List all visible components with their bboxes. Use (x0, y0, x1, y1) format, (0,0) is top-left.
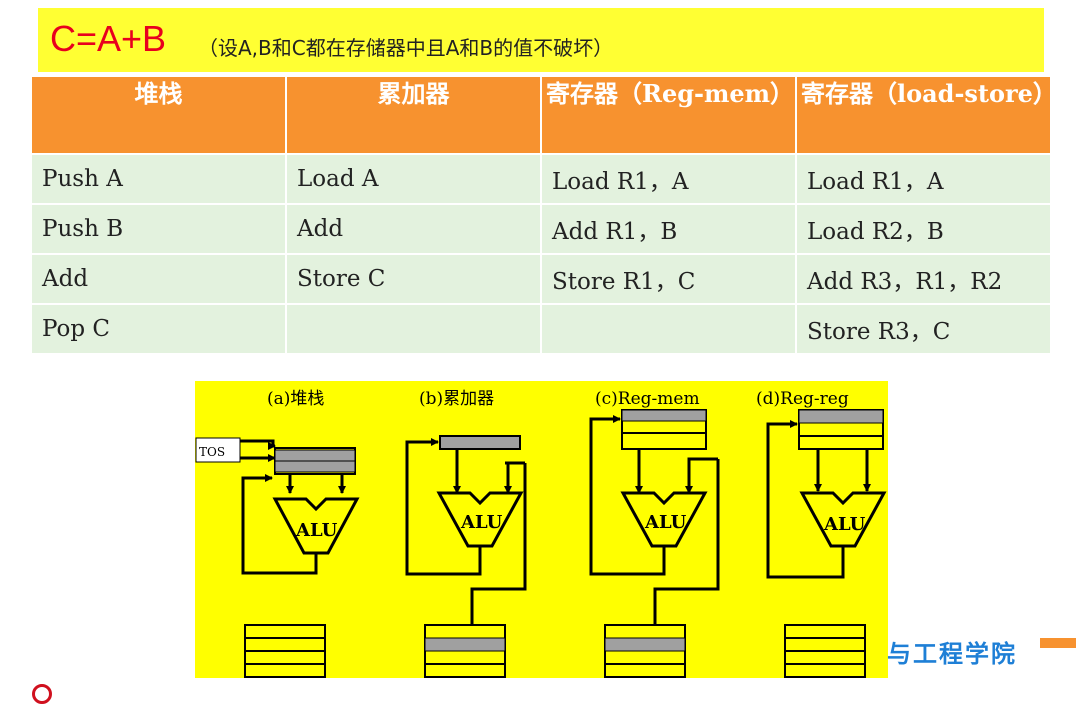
title-note: （设A,B和C都在存储器中且A和B的值不破坏） (198, 36, 614, 60)
table-row: Push B Add Add R1，B Load R2，B (30, 203, 1052, 255)
table-cell: Store R3，C (795, 303, 1052, 355)
instruction-comparison-table: 堆栈 累加器 寄存器（Reg-mem） 寄存器（load-store） Push… (30, 75, 1057, 355)
tos-label: TOS (199, 445, 225, 459)
diagram-label-reg-reg: (d)Reg-reg (756, 389, 849, 409)
alu-d (799, 491, 887, 548)
stack-architecture: TOS ALU (195, 437, 360, 678)
table-cell: Add R3，R1，R2 (795, 253, 1052, 305)
red-circle-decoration (32, 684, 52, 704)
alu-a (272, 497, 360, 555)
alu-label: ALU (823, 514, 866, 535)
school-name-watermark: 与工程学院 (887, 639, 1017, 668)
table-cell (540, 303, 797, 355)
table-cell: Add (30, 253, 287, 305)
table-row: Pop C Store R3，C (30, 303, 1052, 355)
title-equation: C=A+B (50, 18, 167, 59)
diagram-label-reg-mem: (c)Reg-mem (595, 389, 700, 409)
table-cell: Push B (30, 203, 287, 255)
header-accumulator: 累加器 (285, 75, 542, 155)
table-cell: Load R1，A (540, 153, 797, 205)
table-cell: Store R1，C (540, 253, 797, 305)
alu-c (620, 491, 708, 548)
header-stack: 堆栈 (30, 75, 287, 155)
table-cell: Add R1，B (540, 203, 797, 255)
accumulator-architecture: ALU (405, 435, 527, 678)
alu-label: ALU (295, 520, 338, 541)
table-header-row: 堆栈 累加器 寄存器（Reg-mem） 寄存器（load-store） (30, 75, 1057, 155)
architecture-diagram: (a)堆栈 (b)累加器 (c)Reg-mem (d)Reg-reg TOS A… (195, 389, 887, 678)
table-row: Add Store C Store R1，C Add R3，R1，R2 (30, 253, 1052, 305)
diagram-label-stack: (a)堆栈 (267, 389, 324, 409)
table-row: Push A Load A Load R1，A Load R1，A (30, 153, 1052, 205)
alu-label: ALU (460, 512, 503, 533)
table-cell (285, 303, 542, 355)
reg-reg-architecture: ALU (766, 409, 887, 678)
table-cell: Store C (285, 253, 542, 305)
title-banner: C=A+B （设A,B和C都在存储器中且A和B的值不破坏） (38, 8, 1044, 72)
alu-b (436, 491, 524, 548)
diagram-label-accumulator: (b)累加器 (419, 389, 494, 409)
header-load-store: 寄存器（load-store） (795, 75, 1057, 155)
alu-label: ALU (644, 512, 687, 533)
table-cell: Push A (30, 153, 287, 205)
accumulator-register (439, 435, 521, 450)
table-cell: Pop C (30, 303, 287, 355)
orange-accent-bar (1040, 638, 1076, 648)
table-cell: Add (285, 203, 542, 255)
reg-mem-architecture: ALU (589, 409, 720, 678)
table-cell: Load R1，A (795, 153, 1052, 205)
table-cell: Load R2，B (795, 203, 1052, 255)
tos-box (195, 437, 241, 463)
header-reg-mem: 寄存器（Reg-mem） (540, 75, 797, 155)
table-cell: Load A (285, 153, 542, 205)
architecture-diagram-panel: (a)堆栈 (b)累加器 (c)Reg-mem (d)Reg-reg TOS A… (195, 381, 888, 678)
